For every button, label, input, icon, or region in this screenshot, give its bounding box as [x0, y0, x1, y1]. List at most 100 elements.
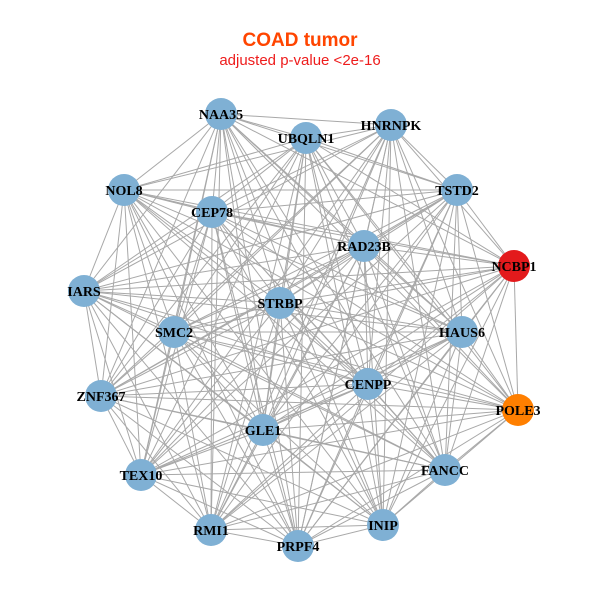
- edge-IARS-CENPP: [83, 290, 369, 385]
- edge-NOL8-POLE3: [123, 189, 519, 411]
- node-INIP: [367, 509, 399, 541]
- node-label: UBQLN1: [278, 132, 335, 147]
- edge-UBQLN1-POLE3: [305, 137, 519, 411]
- edge-ZNF367-PRPF4: [100, 395, 299, 547]
- edge-CEP78-TSTD2: [211, 189, 458, 213]
- edge-UBQLN1-NOL8: [123, 137, 307, 191]
- edge-NAA35-ZNF367: [100, 113, 222, 397]
- edge-STRBP-PRPF4: [279, 302, 299, 547]
- node-ZNF367: [85, 380, 117, 412]
- node-label: HAUS6: [439, 326, 485, 341]
- node-RMI1: [195, 514, 227, 546]
- edge-IARS-POLE3: [83, 290, 519, 411]
- node-TSTD2: [441, 174, 473, 206]
- node-HAUS6: [446, 316, 478, 348]
- edge-SMC2-POLE3: [173, 331, 519, 411]
- node-NAA35: [205, 98, 237, 130]
- edge-HAUS6-INIP: [382, 331, 463, 526]
- edge-UBQLN1-ZNF367: [100, 137, 307, 397]
- edge-SMC2-CENPP: [173, 331, 369, 385]
- edge-IARS-STRBP: [83, 290, 281, 304]
- edge-NOL8-IARS: [83, 189, 125, 292]
- edge-GLE1-TEX10: [140, 429, 264, 476]
- node-label: SMC2: [155, 326, 193, 341]
- edge-IARS-SMC2: [83, 290, 175, 333]
- edge-CEP78-RAD23B: [211, 211, 365, 247]
- node-label: ZNF367: [77, 390, 126, 405]
- node-label: NAA35: [199, 108, 243, 123]
- edge-RAD23B-SMC2: [173, 245, 365, 333]
- edge-NOL8-TEX10: [123, 189, 142, 476]
- edge-HAUS6-RMI1: [210, 331, 463, 531]
- node-RAD23B: [348, 230, 380, 262]
- edge-CENPP-PRPF4: [297, 383, 369, 547]
- edge-RAD23B-NCBP1: [363, 245, 515, 267]
- edge-HNRNPK-GLE1: [262, 124, 392, 431]
- edge-GLE1-RMI1: [210, 429, 264, 531]
- edge-GLE1-PRPF4: [262, 429, 299, 547]
- node-CEP78: [196, 196, 228, 228]
- node-label: RMI1: [193, 524, 229, 539]
- edge-UBQLN1-RAD23B: [305, 137, 365, 247]
- edge-UBQLN1-RMI1: [210, 137, 307, 531]
- node-label: TEX10: [120, 469, 163, 484]
- node-label: HNRNPK: [361, 119, 422, 134]
- edge-CEP78-RMI1: [210, 211, 213, 531]
- node-POLE3: [502, 394, 534, 426]
- edge-HAUS6-POLE3: [461, 331, 519, 411]
- edge-CEP78-STRBP: [211, 211, 281, 304]
- edge-ZNF367-RMI1: [100, 395, 212, 531]
- edge-GLE1-FANCC: [262, 429, 446, 471]
- node-NOL8: [108, 174, 140, 206]
- edge-HNRNPK-NOL8: [123, 124, 392, 191]
- edge-POLE3-TEX10: [140, 409, 519, 476]
- edge-HAUS6-TEX10: [140, 331, 463, 476]
- edge-NOL8-HAUS6: [123, 189, 463, 333]
- edge-TEX10-INIP: [140, 474, 384, 526]
- edge-CENPP-RMI1: [210, 383, 369, 531]
- edge-NCBP1-CENPP: [367, 265, 515, 385]
- edge-CENPP-FANCC: [367, 383, 446, 471]
- edge-NAA35-FANCC: [220, 113, 446, 471]
- edge-TSTD2-IARS: [83, 189, 458, 292]
- node-IARS: [68, 275, 100, 307]
- edge-STRBP-POLE3: [279, 302, 519, 411]
- edge-NAA35-HNRNPK: [220, 113, 392, 126]
- edge-HNRNPK-RMI1: [210, 124, 392, 531]
- edge-STRBP-INIP: [279, 302, 384, 526]
- edge-UBQLN1-HAUS6: [305, 137, 463, 333]
- edge-CENPP-GLE1: [262, 383, 369, 431]
- edge-STRBP-SMC2: [173, 302, 281, 333]
- edge-FANCC-TEX10: [140, 469, 446, 476]
- edge-STRBP-HAUS6: [279, 302, 463, 333]
- node-UBQLN1: [290, 122, 322, 154]
- figure-title: COAD tumor: [242, 30, 358, 51]
- node-HNRNPK: [375, 109, 407, 141]
- node-label: POLE3: [495, 404, 540, 419]
- edge-IARS-PRPF4: [83, 290, 299, 547]
- edge-IARS-ZNF367: [83, 290, 102, 397]
- edge-NCBP1-SMC2: [173, 265, 515, 333]
- node-PRPF4: [282, 530, 314, 562]
- edge-RAD23B-CENPP: [363, 245, 369, 385]
- edge-NOL8-STRBP: [123, 189, 281, 304]
- figure-subtitle: adjusted p-value <2e-16: [219, 52, 381, 69]
- edge-NAA35-TEX10: [140, 113, 222, 476]
- edge-TSTD2-PRPF4: [297, 189, 458, 547]
- edge-CEP78-ZNF367: [100, 211, 213, 397]
- edge-CEP78-GLE1: [211, 211, 264, 431]
- edge-UBQLN1-PRPF4: [297, 137, 307, 547]
- node-label: NOL8: [105, 184, 142, 199]
- edge-NOL8-CENPP: [123, 189, 369, 385]
- edge-RAD23B-STRBP: [279, 245, 365, 304]
- edge-NOL8-SMC2: [123, 189, 175, 333]
- edge-SMC2-RMI1: [173, 331, 212, 531]
- edge-SMC2-FANCC: [173, 331, 446, 471]
- edge-FANCC-PRPF4: [297, 469, 446, 547]
- edge-CEP78-SMC2: [173, 211, 213, 333]
- edge-HNRNPK-POLE3: [390, 124, 519, 411]
- node-label: CEP78: [191, 206, 233, 221]
- edge-SMC2-GLE1: [173, 331, 264, 431]
